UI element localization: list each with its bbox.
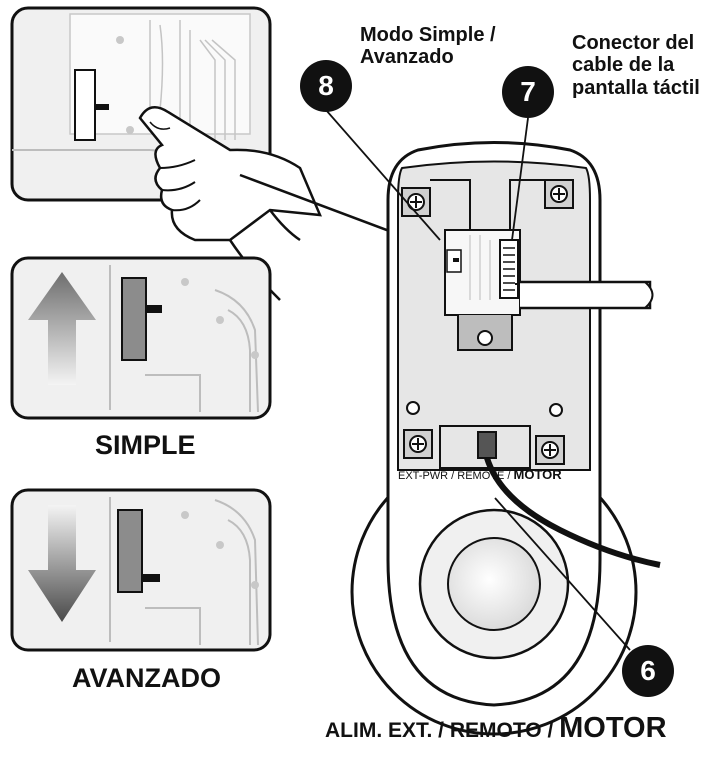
connector-label: Conector del cable de la pantalla táctil [572,32,700,99]
bottom-port-label: ALIM. EXT. / REMOTO / MOTOR [325,712,667,744]
leader-line-8 [325,109,441,241]
leader-line-7 [511,117,529,241]
leader-line-6 [494,497,631,651]
advanced-label: AVANZADO [72,663,221,693]
arrow-up-icon [28,272,96,385]
switch-down [117,509,143,593]
motor-cable [484,457,661,568]
motor-port [477,431,497,459]
callout-7: 7 [502,66,554,118]
callout-6: 6 [622,645,674,697]
arrow-down-icon [28,505,96,622]
hand-inset [10,6,322,301]
device-back [350,141,638,736]
mode-label: Modo Simple / Avanzado [360,24,496,69]
port-label-small: EXT-PWR / REMOTE / MOTOR [398,467,562,482]
callout-8: 8 [300,60,352,112]
advanced-inset [10,488,272,652]
switch-up [121,277,147,361]
simple-inset [10,256,272,420]
simple-label: SIMPLE [95,430,196,460]
